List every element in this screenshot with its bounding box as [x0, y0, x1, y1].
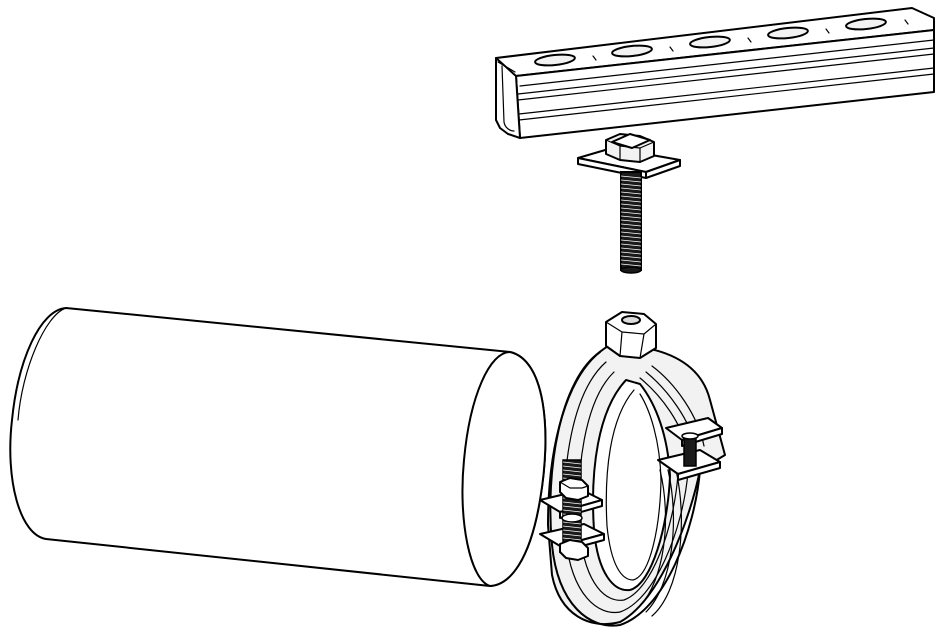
screw-thread-mark — [562, 529, 582, 533]
rod-thread-mark — [620, 243, 642, 247]
screw-thread-mark — [562, 473, 582, 477]
rod-thread-mark — [620, 219, 642, 223]
rod-thread-mark — [620, 235, 642, 239]
rod-thread-mark — [620, 179, 642, 183]
screw-thread-mark — [562, 533, 582, 537]
screw-thread-mark — [562, 465, 582, 469]
rod-thread-mark — [620, 247, 642, 251]
rod-thread-mark — [620, 195, 642, 199]
channel-slots — [534, 17, 909, 67]
rod-thread-mark — [620, 263, 642, 267]
rod-thread-mark — [620, 187, 642, 191]
screw-thread-mark — [562, 525, 582, 529]
rod-thread-mark — [620, 251, 642, 255]
screw-thread-mark — [562, 505, 582, 509]
screw-thread-mark — [562, 469, 582, 473]
rod-thread-mark — [620, 223, 642, 227]
rod-thread-mark — [620, 211, 642, 215]
rod-thread-mark — [620, 199, 642, 203]
pipe-clamp — [539, 311, 726, 627]
rod-thread-mark — [620, 183, 642, 187]
rod-thread-mark — [620, 231, 642, 235]
screw-thread-mark — [562, 461, 582, 465]
rod-thread-mark — [620, 175, 642, 179]
rod-thread-mark — [620, 239, 642, 243]
rod-thread-mark — [620, 191, 642, 195]
rod-thread-mark — [620, 255, 642, 259]
clamp-hex-boss — [605, 311, 657, 359]
screw-thread-mark — [562, 521, 582, 525]
rod-thread-mark — [620, 227, 642, 231]
screw-thread-mark — [562, 509, 582, 513]
rod-thread-mark — [620, 215, 642, 219]
threaded-rod — [620, 171, 642, 274]
pipe — [9, 307, 547, 587]
rod-thread-mark — [620, 207, 642, 211]
rod-thread-mark — [620, 203, 642, 207]
rod-thread-mark — [620, 259, 642, 263]
strut-channel — [495, 7, 935, 139]
screw-thread-mark — [562, 537, 582, 541]
screw-thread-mark — [562, 501, 582, 505]
